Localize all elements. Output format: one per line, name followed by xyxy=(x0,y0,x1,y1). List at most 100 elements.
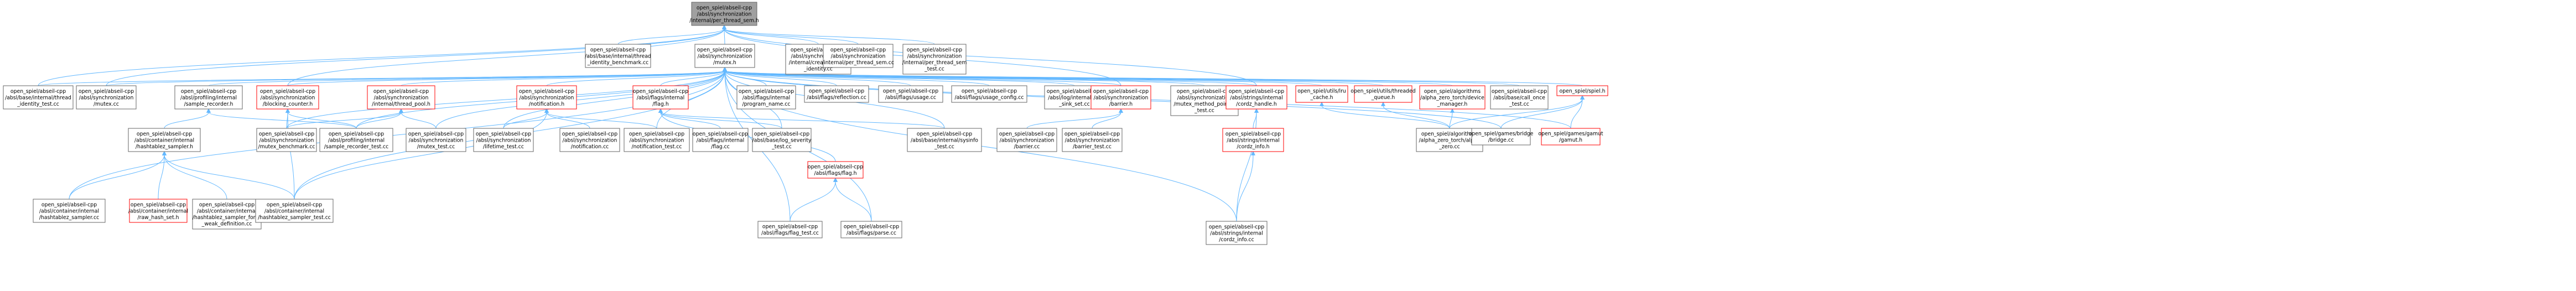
node-box xyxy=(406,128,466,152)
node-box xyxy=(1090,85,1151,110)
node-raw_hash[interactable]: open_spiel/abseil-cpp/absl/container/int… xyxy=(128,199,188,223)
node-barrier_test[interactable]: open_spiel/abseil-cpp/absl/synchronizati… xyxy=(1062,128,1123,152)
node-thread_pool[interactable]: open_spiel/abseil-cpp/absl/synchronizati… xyxy=(367,85,435,110)
node-label-line: /blocking_counter.h xyxy=(263,101,313,107)
node-label-line: open_spiel/abseil-cpp xyxy=(408,131,464,137)
node-usage[interactable]: open_spiel/abseil-cpp/absl/flags/usage.c… xyxy=(878,85,943,103)
edge-hs_force-to-hs_sampler xyxy=(162,150,227,200)
node-pts_cc[interactable]: open_spiel/abseil-cpp/absl/synchronizati… xyxy=(822,44,894,68)
node-box xyxy=(804,85,869,103)
edges xyxy=(38,24,1585,222)
node-label-line: /hashtablez_sampler.h xyxy=(136,144,193,150)
node-box xyxy=(1354,85,1412,103)
node-parse[interactable]: open_spiel/abseil-cpp/absl/flags/parse.c… xyxy=(840,221,902,238)
node-blocking[interactable]: open_spiel/abseil-cpp/absl/synchronizati… xyxy=(256,85,319,110)
node-label-line: /absl/container/internal xyxy=(134,137,194,143)
node-label-line: /mutex_method_pointer xyxy=(1173,101,1235,107)
edge-mutex_test-to-thread_pool xyxy=(399,108,437,129)
node-label-line: /absl/synchronization xyxy=(476,137,531,143)
node-mutex_h[interactable]: open_spiel/abseil-cpp/absl/synchronizati… xyxy=(694,44,755,68)
node-label-line: _manager.h xyxy=(1437,101,1468,107)
node-pts_test[interactable]: open_spiel/abseil-cpp/absl/synchronizati… xyxy=(902,44,967,75)
node-label-line: /absl/base/call_once xyxy=(1493,95,1545,101)
node-box xyxy=(823,44,894,68)
edge-usage-to-mutex_h xyxy=(723,66,911,86)
edge-az_zero-to-lru_cache xyxy=(1320,101,1450,129)
node-label-line: open_spiel/utils/lru xyxy=(1297,89,1346,95)
node-mutex_test[interactable]: open_spiel/abseil-cpp/absl/synchronizati… xyxy=(406,128,466,152)
node-box xyxy=(585,44,651,68)
node-label-line: /absl/synchronization xyxy=(259,137,314,143)
node-mutex_bench[interactable]: open_spiel/abseil-cpp/absl/synchronizati… xyxy=(256,128,317,152)
node-notif_test[interactable]: open_spiel/abseil-cpp/absl/synchronizati… xyxy=(624,128,690,152)
node-lru_cache[interactable]: open_spiel/utils/lru_cache.h xyxy=(1295,85,1348,103)
node-log_sev[interactable]: open_spiel/abseil-cpp/absl/base/log_seve… xyxy=(752,128,812,152)
node-label-line: _sink_set.cc xyxy=(1058,101,1089,107)
node-box xyxy=(907,128,982,152)
node-label-line: /bridge.cc xyxy=(1488,137,1514,143)
node-flag_int_cc[interactable]: open_spiel/abseil-cpp/absl/flags/interna… xyxy=(692,128,749,152)
edge-sr_test-to-thread_pool xyxy=(356,108,403,129)
node-spiel[interactable]: open_spiel/spiel.h xyxy=(1556,85,1608,96)
node-label-line: /absl/synchronization xyxy=(630,137,684,143)
node-sysinfo[interactable]: open_spiel/abseil-cpp/absl/base/internal… xyxy=(907,128,982,152)
node-hs_test[interactable]: open_spiel/abseil-cpp/absl/container/int… xyxy=(255,199,334,223)
node-gamut[interactable]: open_spiel/games/gamut/gamut.h xyxy=(1538,128,1603,146)
node-label-line: open_spiel/games/bridge xyxy=(1469,131,1534,137)
node-label-line: /cordz_handle.h xyxy=(1236,101,1277,107)
node-call_once[interactable]: open_spiel/abseil-cpp/absl/base/call_onc… xyxy=(1490,85,1549,110)
node-label-line: open_spiel/abseil-cpp xyxy=(999,131,1055,137)
node-label-line: /cordz_info.h xyxy=(1237,144,1269,150)
node-box xyxy=(1062,128,1123,152)
node-label-line: _zero.cc xyxy=(1438,144,1460,150)
node-label-line: open_spiel/abseil-cpp xyxy=(754,131,809,137)
node-label-line: open_spiel/abseil-cpp xyxy=(1047,89,1102,95)
edge-notif_cc-to-notification xyxy=(544,108,590,129)
node-cordz_info_cc[interactable]: open_spiel/abseil-cpp/absl/strings/inter… xyxy=(1206,221,1268,245)
node-label-line: _test.cc xyxy=(924,66,944,72)
node-mutex_cc[interactable]: open_spiel/abseil-cpp/absl/synchronizati… xyxy=(76,85,137,110)
node-hs_force[interactable]: open_spiel/abseil-cpp/absl/container/int… xyxy=(192,199,262,230)
node-barrier_h[interactable]: open_spiel/abseil-cpp/absl/synchronizati… xyxy=(1090,85,1151,110)
node-label-line: /absl/synchronization xyxy=(409,137,464,143)
node-cordz_info_h[interactable]: open_spiel/abseil-cpp/absl/strings/inter… xyxy=(1222,128,1284,152)
node-label-line: /absl/flags/parse.cc xyxy=(846,230,896,236)
node-bt_id[interactable]: open_spiel/abseil-cpp/absl/base/internal… xyxy=(585,44,651,68)
node-label-line: open_spiel/abseil-cpp xyxy=(1225,131,1281,137)
edge-ti_test-to-root xyxy=(38,24,726,86)
node-notification[interactable]: open_spiel/abseil-cpp/absl/synchronizati… xyxy=(516,85,577,110)
edge-pts_cc-to-root xyxy=(722,24,859,45)
node-reflection[interactable]: open_spiel/abseil-cpp/absl/flags/reflect… xyxy=(804,85,869,103)
node-label-line: /barrier.cc xyxy=(1014,144,1040,150)
node-hs_sampler[interactable]: open_spiel/abseil-cpp/absl/container/int… xyxy=(128,128,201,152)
node-label-line: /internal/thread_pool.h xyxy=(372,101,430,107)
edge-az_zero-to-threaded_q xyxy=(1381,101,1450,129)
node-dev_mgr[interactable]: open_spiel/algorithms/alpha_zero_torch/d… xyxy=(1419,85,1486,110)
edge-sr_test-to-blocking xyxy=(285,108,357,129)
node-label-line: open_spiel/abseil-cpp xyxy=(1177,89,1232,95)
edge-sr_test-to-sample_rec xyxy=(206,108,357,129)
node-flag_int[interactable]: open_spiel/abseil-cpp/absl/flags/interna… xyxy=(632,85,689,110)
node-ti_test[interactable]: open_spiel/abseil-cpp/absl/base/internal… xyxy=(3,85,74,110)
node-barrier_cc[interactable]: open_spiel/abseil-cpp/absl/synchronizati… xyxy=(996,128,1057,152)
node-cordz_handle[interactable]: open_spiel/abseil-cpp/absl/strings/inter… xyxy=(1225,85,1287,110)
node-threaded_q[interactable]: open_spiel/utils/threaded_queue.h xyxy=(1351,85,1416,103)
node-label-line: /sample_recorder_test.cc xyxy=(324,144,389,150)
node-sr_test[interactable]: open_spiel/abseil-cpp/absl/profiling/int… xyxy=(319,128,393,152)
node-label-line: open_spiel/abseil-cpp xyxy=(41,202,97,208)
node-notif_cc[interactable]: open_spiel/abseil-cpp/absl/synchronizati… xyxy=(559,128,620,152)
node-box xyxy=(691,2,757,26)
node-label-line: open_spiel/abseil-cpp xyxy=(791,47,846,53)
node-usage_cfg[interactable]: open_spiel/abseil-cpp/absl/flags/usage_c… xyxy=(951,85,1027,103)
node-hs_sampler_cc[interactable]: open_spiel/abseil-cpp/absl/container/int… xyxy=(33,199,106,223)
node-flag_h[interactable]: open_spiel/abseil-cpp/absl/flags/flag.h xyxy=(807,161,864,179)
node-sample_rec[interactable]: open_spiel/abseil-cpp/absl/profiling/int… xyxy=(174,85,243,110)
node-bridge[interactable]: open_spiel/games/bridge/bridge.cc xyxy=(1469,128,1534,146)
node-prog_name[interactable]: open_spiel/abseil-cpp/absl/flags/interna… xyxy=(736,85,796,110)
node-lifetime[interactable]: open_spiel/abseil-cpp/absl/synchronizati… xyxy=(473,128,534,152)
node-box xyxy=(1556,85,1608,96)
node-label-line: _test.cc xyxy=(1194,108,1214,114)
node-flag_test[interactable]: open_spiel/abseil-cpp/absl/flags/flag_te… xyxy=(757,221,823,238)
node-label-line: /internal/per_thread_sem.cc xyxy=(822,60,894,66)
node-label-line: _test.cc xyxy=(771,144,792,150)
